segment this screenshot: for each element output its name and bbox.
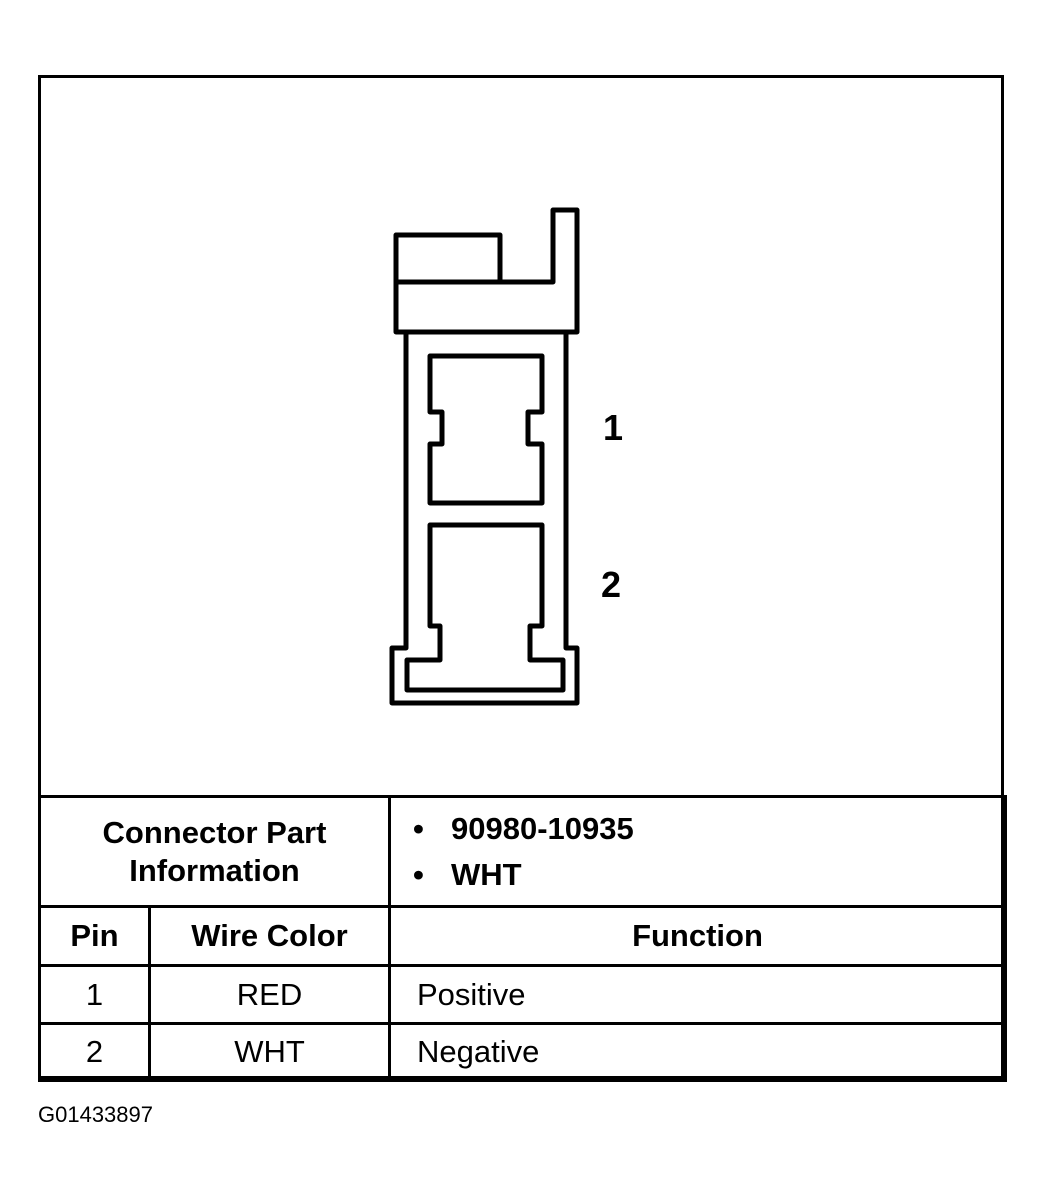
header-pin: Pin — [38, 905, 151, 967]
part-number: 90980-10935 — [413, 806, 1004, 852]
header-function: Function — [388, 905, 1007, 967]
row-1-wire-color: RED — [148, 964, 391, 1025]
row-2-wire-color: WHT — [148, 1022, 391, 1082]
figure-id: G01433897 — [38, 1102, 153, 1127]
connector-info-table: Connector Part Information 90980-10935 W… — [38, 795, 1007, 1082]
header-wire-color: Wire Color — [148, 905, 391, 967]
row-2-function: Negative — [388, 1022, 1007, 1082]
connector-part-list: 90980-10935 WHT — [391, 806, 1004, 898]
row-1-function: Positive — [388, 964, 1007, 1025]
pin-cavity-2 — [404, 522, 566, 693]
connector-latch — [393, 207, 580, 335]
table-header-row: Pin Wire Color Function — [38, 905, 1007, 967]
pin-cavity-1 — [427, 353, 545, 506]
table-row: 1 RED Positive — [38, 964, 1007, 1025]
row-1-pin: 1 — [38, 964, 151, 1025]
row-2-pin: 2 — [38, 1022, 151, 1082]
part-color: WHT — [413, 852, 1004, 898]
connector-body — [389, 332, 580, 706]
table-row: 2 WHT Negative — [38, 1022, 1007, 1082]
connector-part-row: Connector Part Information 90980-10935 W… — [38, 795, 1007, 908]
connector-part-values-cell: 90980-10935 WHT — [388, 795, 1007, 908]
pin-label-2: 2 — [601, 564, 622, 605]
connector-part-label: Connector Part Information — [102, 814, 327, 888]
connector-part-label-cell: Connector Part Information — [38, 795, 391, 908]
pin-label-1: 1 — [603, 407, 624, 448]
